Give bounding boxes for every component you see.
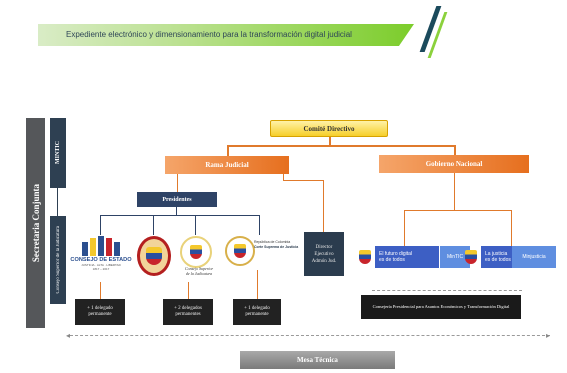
- connector-presidentes-horizontal: [100, 215, 260, 216]
- consejo-estado-name: CONSEJO DE ESTADO: [70, 257, 132, 263]
- connector-to-csj: [153, 215, 154, 235]
- connector-to-cs: [195, 215, 196, 235]
- consejo-side-panel: Consejo Superior de la Judicatura: [50, 216, 66, 304]
- header-banner: [38, 24, 414, 46]
- connector-gobierno-horizontal: [404, 210, 512, 211]
- connector-gobierno-down: [454, 173, 455, 210]
- connector-ce-delegado: [100, 282, 101, 299]
- connector-comite-horizontal: [227, 145, 455, 147]
- connector-rama-presidentes: [177, 174, 178, 192]
- comite-directivo-box: Comité Directivo: [270, 120, 388, 137]
- connector-to-gobierno: [454, 145, 456, 155]
- secretaria-conjunta-label: Secretaria Conjunta: [30, 183, 41, 263]
- rama-judicial-box: Rama Judicial: [165, 156, 289, 174]
- mesa-tecnica-box: Mesa Técnica: [240, 351, 395, 369]
- arrow-left-icon: ◂: [66, 331, 71, 340]
- corte-suprema-label-2: Corte Suprema de Justicia: [254, 245, 299, 249]
- consejo-superior-label: Consejo Superior de la Judicatura: [184, 266, 214, 276]
- page-title: Expediente electrónico y dimensionamient…: [66, 30, 352, 39]
- consejo-estado-logo: CONSEJO DE ESTADO JUSTICIA · ALTA · LIBE…: [70, 236, 132, 280]
- consejo-superior-seal-icon: [180, 236, 212, 268]
- connector-to-rama: [227, 145, 229, 156]
- mintic-side-panel: MINTIC: [50, 118, 66, 188]
- director-line-2: Ejecutivo: [314, 251, 334, 257]
- connector-presidentes-down: [176, 207, 177, 215]
- mintic-tag: MinTIC: [440, 246, 470, 268]
- director-ejecutivo-box: Director Ejecutivo Admón Jud.: [304, 232, 344, 276]
- side-panel-connector: [57, 188, 58, 216]
- arrow-right-icon: ▸: [546, 331, 551, 340]
- corte-suprema-seal-icon: [225, 236, 255, 266]
- secretaria-conjunta-panel: Secretaria Conjunta: [26, 118, 45, 328]
- connector-comite-down: [329, 137, 331, 145]
- consejo-estado-years: 1817 – 2017: [92, 267, 110, 271]
- consejo-side-label: Consejo Superior de la Judicatura: [55, 226, 61, 294]
- connector-to-minjusticia-logo: [511, 210, 512, 246]
- corte-suprema-label-1: República de Colombia: [254, 240, 291, 244]
- connector-to-ce: [100, 215, 101, 235]
- presidentes-box: Presidentes: [137, 192, 217, 207]
- colombia-shield-icon-2: [465, 250, 477, 264]
- consejo-estado-motto: JUSTICIA · ALTA · LIBERTAD: [81, 263, 121, 267]
- connector-rama-director-a: [283, 174, 284, 180]
- connector-rama-director-c: [323, 180, 324, 232]
- minjusticia-tag: Minjusticia: [512, 246, 556, 268]
- dashed-arrow-gobierno: [372, 290, 522, 291]
- connector-cs-delegado: [188, 282, 189, 299]
- connector-to-csu: [259, 215, 260, 235]
- corte-constitucional-seal-icon: [137, 236, 171, 276]
- consejo-estado-columns-icon: [74, 236, 128, 256]
- dashed-arrow-mesa: [70, 335, 550, 336]
- consejeria-presidencial-box: Consejería Presidencial para Asuntos Eco…: [361, 295, 521, 319]
- director-line-1: Director: [315, 244, 333, 250]
- colombia-shield-icon: [359, 250, 371, 264]
- mintic-side-label: MINTIC: [55, 141, 61, 165]
- connector-rama-director-b: [283, 180, 323, 181]
- director-line-3: Admón Jud.: [311, 258, 337, 264]
- gobierno-nacional-box: Gobierno Nacional: [379, 155, 529, 173]
- connector-csu-delegado: [257, 270, 258, 299]
- connector-to-mintic-logo: [404, 210, 405, 246]
